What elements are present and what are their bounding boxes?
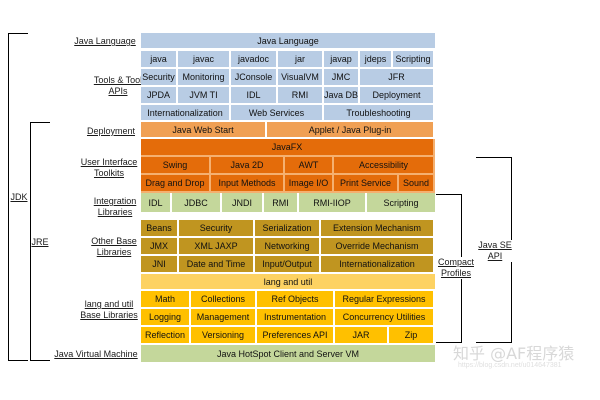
base-security: Security — [179, 220, 255, 238]
row-label-integration: Integration Libraries — [93, 196, 137, 217]
row-label-tools: Tools & Tool APIs — [93, 75, 143, 96]
ui-sound: Sound — [399, 175, 435, 193]
tool-javadb: Java DB — [324, 87, 360, 105]
java-language-cell: Java Language — [141, 33, 435, 50]
ui-imageio: Image I/O — [285, 175, 334, 193]
base-versioning: Versioning — [191, 327, 257, 345]
base-serialization: Serialization — [255, 220, 321, 238]
base-datetime: Date and Time — [179, 256, 255, 274]
base-io: Input/Output — [255, 256, 321, 274]
watermark: 知乎 @AF程序猿 — [453, 344, 575, 363]
base-xmljaxp: XML JAXP — [179, 238, 255, 256]
base-regex: Regular Expressions — [335, 291, 435, 309]
base-reflection: Reflection — [141, 327, 191, 345]
integ-idl: IDL — [141, 193, 172, 212]
ui-dragdrop: Drag and Drop — [141, 175, 211, 193]
row-label-other-base: Other Base Libraries — [91, 236, 137, 257]
tool-idl: IDL — [231, 87, 278, 105]
jdk-bracket-top — [8, 33, 28, 34]
jvm-cell: Java HotSpot Client and Server VM — [141, 345, 435, 362]
tool-jdeps: jdeps — [360, 51, 393, 69]
row-label-deployment: Deployment — [86, 126, 136, 136]
base-i18n: Internationalization — [321, 256, 435, 274]
integ-rmi: RMI — [264, 193, 299, 212]
lang-util-cell: lang and util — [141, 274, 435, 291]
base-networking: Networking — [255, 238, 321, 256]
jdk-bracket-bottom — [8, 360, 28, 361]
row-label-java-language: Java Language — [74, 36, 136, 46]
base-beans: Beans — [141, 220, 179, 238]
javase-bracket-bottom — [476, 342, 512, 343]
ui-printservice: Print Service — [334, 175, 399, 193]
jre-label: JRE — [31, 237, 49, 248]
ui-accessibility: Accessibility — [334, 157, 435, 175]
deploy-applet: Applet / Java Plug-in — [267, 122, 435, 139]
tool-scripting: Scripting — [393, 51, 435, 69]
base-logging: Logging — [141, 309, 191, 327]
javafx-cell: JavaFX — [141, 139, 435, 157]
base-jni: JNI — [141, 256, 179, 274]
base-prefs: Preferences API — [257, 327, 335, 345]
jre-bracket-top — [30, 122, 50, 123]
tool-jvmti: JVM TI — [178, 87, 231, 105]
jre-bracket-bottom — [30, 360, 50, 361]
integ-rmiiiop: RMI-IIOP — [299, 193, 367, 212]
compact-profiles-label: Compact Profiles — [436, 257, 476, 279]
row-label-jvm: Java Virtual Machine — [54, 349, 138, 359]
base-math: Math — [141, 291, 191, 309]
base-extension: Extension Mechanism — [321, 220, 435, 238]
base-jmx: JMX — [141, 238, 179, 256]
jdk-bracket-vertical — [8, 33, 9, 361]
ui-inputmethods: Input Methods — [211, 175, 285, 193]
row-label-ui-toolkits: User Interface Toolkits — [80, 157, 138, 178]
tool-rmi: RMI — [278, 87, 324, 105]
tool-monitoring: Monitoring — [178, 69, 231, 87]
ui-java2d: Java 2D — [211, 157, 285, 175]
tool-javap: javap — [324, 51, 360, 69]
java-se-api-label: Java SE API — [478, 240, 512, 262]
tool-deployment: Deployment — [360, 87, 435, 105]
deploy-webstart: Java Web Start — [141, 122, 267, 139]
compact-bracket-bottom — [436, 342, 462, 343]
tool-jmc: JMC — [324, 69, 360, 87]
base-override: Override Mechanism — [321, 238, 435, 256]
javase-bracket-top — [476, 157, 512, 158]
base-refobjects: Ref Objects — [257, 291, 335, 309]
base-instrumentation: Instrumentation — [257, 309, 335, 327]
tool-troubleshooting: Troubleshooting — [324, 105, 435, 122]
tool-i18n: Internationalization — [141, 105, 231, 122]
watermark-url: https://blog.csdn.net/u014647381 — [458, 362, 562, 369]
tool-jconsole: JConsole — [231, 69, 278, 87]
tool-security: Security — [141, 69, 178, 87]
tool-webservices: Web Services — [231, 105, 324, 122]
base-jar: JAR — [335, 327, 389, 345]
tool-javac: javac — [178, 51, 231, 69]
integ-scripting: Scripting — [367, 193, 435, 212]
base-zip: Zip — [389, 327, 435, 345]
base-management: Management — [191, 309, 257, 327]
tool-java: java — [141, 51, 178, 69]
jre-bracket-vertical — [30, 122, 31, 361]
base-concurrency: Concurrency Utilities — [335, 309, 435, 327]
integ-jdbc: JDBC — [172, 193, 222, 212]
tool-visualvm: VisualVM — [278, 69, 324, 87]
row-label-lang-util: lang and util Base Libraries — [80, 299, 138, 320]
ui-swing: Swing — [141, 157, 211, 175]
jdk-label: JDK — [10, 192, 28, 203]
tool-javadoc: javadoc — [231, 51, 278, 69]
ui-awt: AWT — [285, 157, 334, 175]
compact-bracket-top — [436, 194, 462, 195]
tool-jar: jar — [278, 51, 324, 69]
base-collections: Collections — [191, 291, 257, 309]
integ-jndi: JNDI — [222, 193, 264, 212]
tool-jfr: JFR — [360, 69, 435, 87]
tool-jpda: JPDA — [141, 87, 178, 105]
